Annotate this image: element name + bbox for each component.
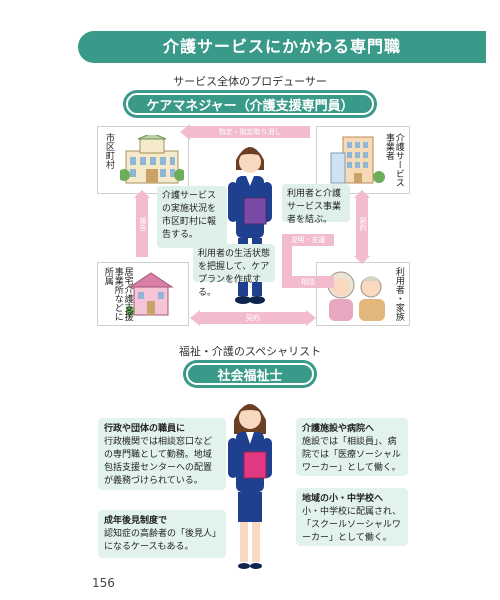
chapter-title: 介護サービスにかかわる専門職 (162, 37, 401, 56)
user-family-label: 利用者・家族 (393, 267, 404, 321)
city-hall-icon (120, 135, 184, 184)
arrow-report-label: 報告 (139, 217, 147, 231)
note-guardianship-body: 認知症の高齢者の「後見人」になるケースもある。 (104, 529, 217, 552)
arrow-consultation: 相談 (282, 276, 334, 288)
home-care-office-box: 居宅介護支援事業所などに所属 (97, 262, 189, 326)
arrow-contract-right-head-down (354, 256, 370, 264)
arrow-report: 報告 (136, 195, 148, 257)
arrow-designation-head (180, 124, 190, 140)
note-facilities-hospitals: 介護施設や病院へ 施設では「相談員」、病院では「医療ソーシャルワーカー」として働… (296, 418, 408, 476)
arrow-report-head (134, 190, 150, 198)
arrow-explanation-support-label: 説明・支援 (290, 236, 326, 244)
note-contract-with-user: 利用者と介護サービス事業者を結ぶ。 (282, 184, 350, 225)
arrow-contract-right-head-up (354, 190, 370, 198)
office-building-icon (330, 136, 385, 184)
arrow-contract-bottom-head-left (190, 310, 200, 326)
care-manager-figure (228, 147, 272, 304)
note-report-to-city: 介護サービスの実施状況を市区町村に報告する。 (157, 186, 227, 248)
note-guardianship-heading: 成年後見制度で (104, 516, 168, 526)
section2-subtitle: 福祉・介護のスペシャリスト (178, 345, 322, 358)
arrow-explanation-support: 説明・支援 (282, 234, 334, 246)
note-admin-staff: 行政や団体の職員に 行政機関では相談窓口などの専門職として勤務。地域包括支援セン… (98, 418, 226, 490)
note-facilities-hospitals-heading: 介護施設や病院へ (302, 424, 375, 434)
note-schools: 地域の小・中学校へ 小・中学校に配属され、「スクールソーシャルワーカー」として働… (296, 488, 408, 546)
arrow-consultation-label: 相談 (301, 278, 315, 286)
chapter-header: 介護サービスにかかわる専門職 (78, 31, 486, 63)
social-worker-figure (228, 404, 272, 569)
care-provider-label: 介護サービス事業者 (383, 133, 404, 187)
note-guardianship: 成年後見制度で 認知症の高齢者の「後見人」になるケースもある。 (98, 510, 226, 558)
section1-subtitle: サービス全体のプロデューサー (173, 75, 327, 88)
arrow-designation: 指定・指定取り消し (190, 126, 310, 138)
arrow-contract-right-label: 契約 (359, 217, 367, 231)
page-number: 156 (92, 576, 115, 590)
arrow-contract-bottom-head-right (306, 310, 316, 326)
note-schools-heading: 地域の小・中学校へ (302, 494, 384, 504)
elderly-couple-icon (327, 271, 385, 321)
note-schools-body: 小・中学校に配属され、「スクールソーシャルワーカー」として働く。 (302, 507, 402, 543)
note-admin-staff-heading: 行政や団体の職員に (104, 424, 186, 434)
arrow-designation-label: 指定・指定取り消し (218, 128, 282, 136)
social-worker-title: 社会福祉士 (217, 368, 283, 384)
arrow-contract-right: 契約 (356, 195, 368, 257)
home-care-office-label: 居宅介護支援事業所などに所属 (102, 267, 133, 321)
social-worker-pill: 社会福祉士 (183, 360, 317, 388)
note-care-plan: 利用者の生活状態を把握して、ケアプランを作成する。 (193, 244, 275, 298)
user-family-box: 利用者・家族 (316, 262, 410, 326)
care-manager-pill: ケアマネジャー（介護支援専門員） (123, 90, 377, 118)
municipality-box: 市区町村 (97, 126, 189, 194)
care-provider-box: 介護サービス事業者 (316, 126, 410, 194)
note-facilities-hospitals-body: 施設では「相談員」、病院では「医療ソーシャルワーカー」として働く。 (302, 437, 401, 473)
municipality-label: 市区町村 (103, 133, 114, 169)
arrow-contract-bottom: 契約 (200, 312, 306, 324)
arrow-contract-bottom-label: 契約 (246, 314, 260, 322)
care-manager-title: ケアマネジャー（介護支援専門員） (146, 98, 354, 114)
pink-house-icon (126, 272, 174, 316)
note-admin-staff-body: 行政機関では相談窓口などの専門職として勤務。地域包括支援センターへの配置が義務づ… (104, 437, 213, 486)
arrow-connector (282, 234, 292, 288)
